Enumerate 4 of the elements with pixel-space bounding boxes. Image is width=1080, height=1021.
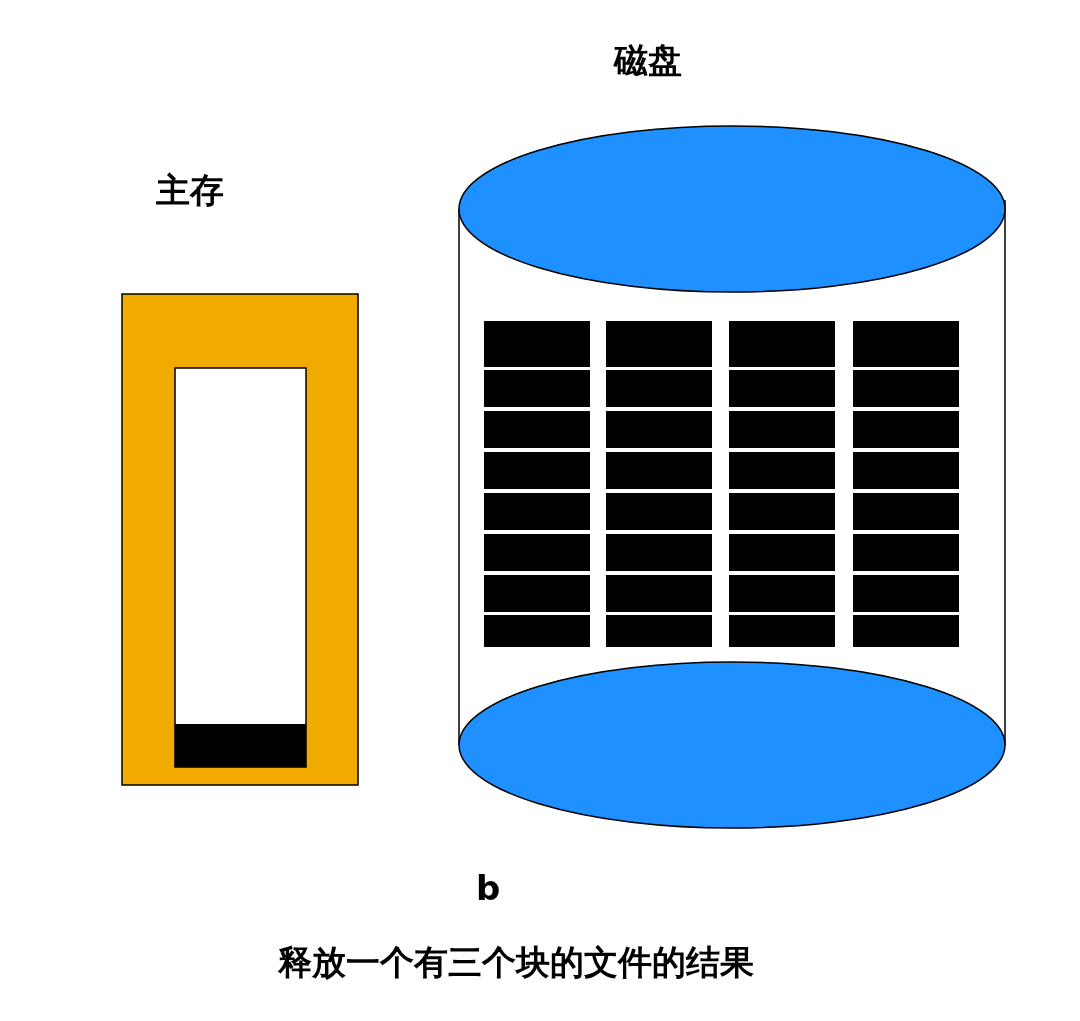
panel-letter: b: [476, 868, 501, 908]
memory-label: 主存: [156, 169, 224, 212]
disk-label: 磁盘: [614, 39, 682, 82]
caption: 释放一个有三个块的文件的结果: [278, 941, 754, 984]
